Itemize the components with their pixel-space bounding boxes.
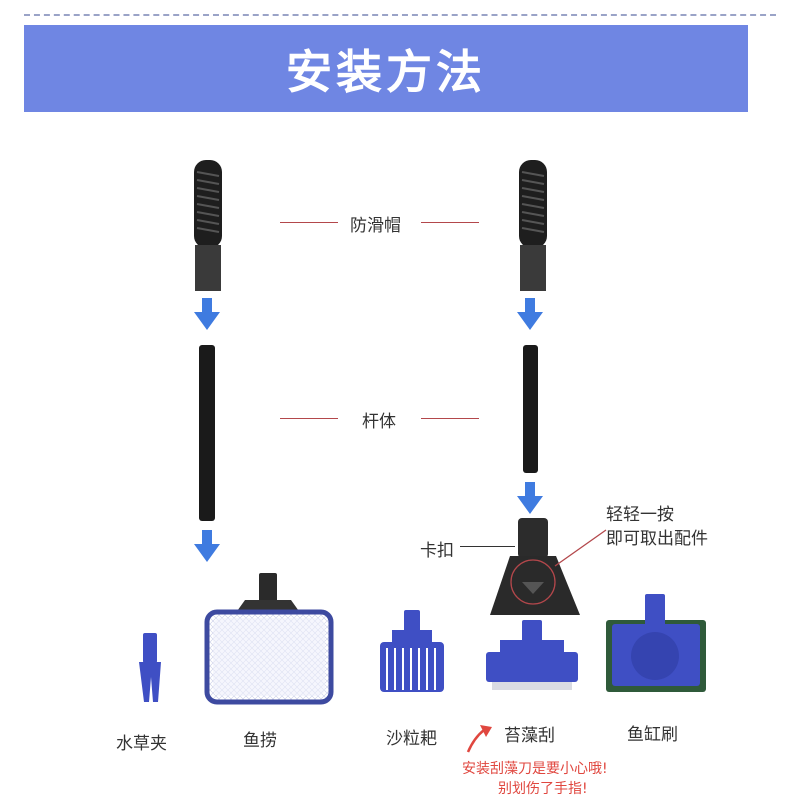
- accessory-label: 鱼捞: [243, 726, 277, 751]
- label-rod-body: 杆体: [362, 407, 396, 432]
- rod-left: [199, 345, 215, 521]
- warning-line-1: 安装刮藻刀是要小心哦!: [462, 758, 608, 778]
- accessory-label: 沙粒耙: [386, 724, 437, 749]
- accessory-label: 苔藻刮: [504, 721, 555, 746]
- label-press-hint-1: 轻轻一按: [606, 500, 674, 525]
- label-press-hint-2: 即可取出配件: [606, 524, 708, 549]
- anti-slip-cap-left: [194, 160, 222, 291]
- callout-line: [280, 222, 338, 223]
- water-plant-clip: [139, 633, 161, 702]
- arrow-down-icon: [194, 530, 220, 562]
- warning-line-2: 别划伤了手指!: [498, 778, 588, 798]
- label-anti-slip-cap: 防滑帽: [350, 211, 401, 236]
- warning-arrow-icon: [468, 730, 484, 752]
- arrow-down-icon: [194, 298, 220, 330]
- clip-connector: [490, 518, 580, 615]
- arrow-down-icon: [517, 298, 543, 330]
- rod-right: [523, 345, 538, 473]
- callout-line: [280, 418, 338, 419]
- arrow-down-icon: [517, 482, 543, 514]
- callout-line: [421, 418, 479, 419]
- callout-line: [460, 546, 515, 547]
- accessory-label: 鱼缸刷: [627, 720, 678, 745]
- accessory-label: 水草夹: [116, 729, 167, 754]
- label-clip: 卡扣: [420, 536, 454, 561]
- callout-line: [421, 222, 479, 223]
- aquarium-brush: [606, 594, 706, 692]
- fish-net: [207, 573, 331, 702]
- anti-slip-cap-right: [519, 160, 547, 291]
- algae-scraper: [486, 620, 578, 690]
- gravel-rake: [380, 610, 444, 692]
